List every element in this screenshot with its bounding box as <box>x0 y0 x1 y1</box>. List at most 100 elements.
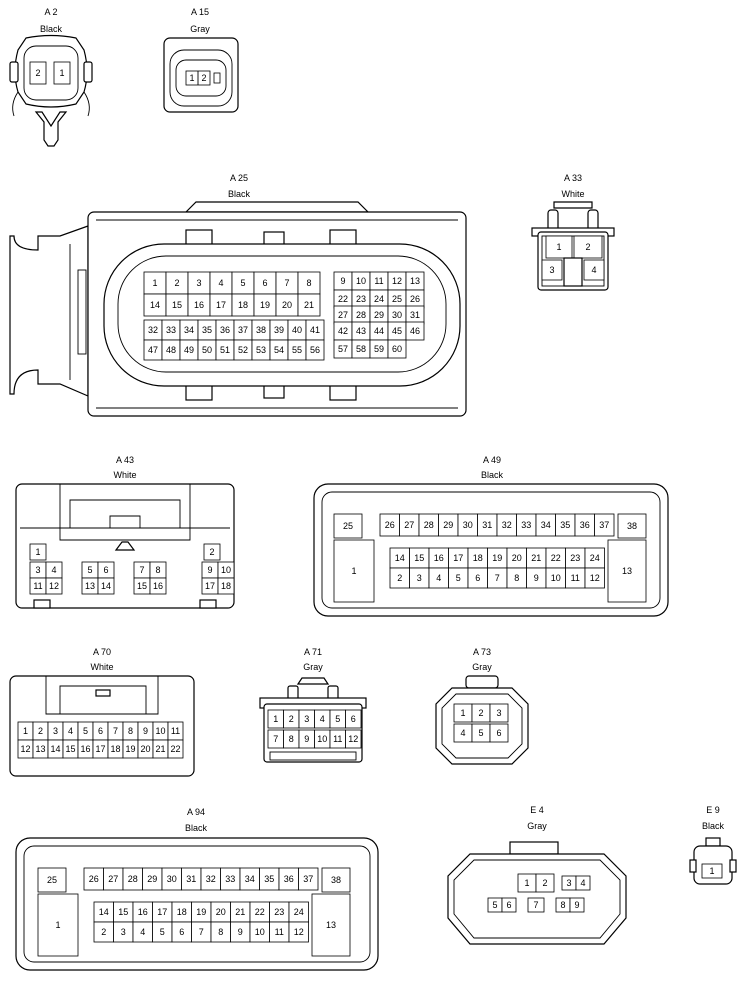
a49-pin-label: 5 <box>456 573 461 583</box>
a70-pin-label: 20 <box>140 744 150 754</box>
a70-pin-label: 3 <box>53 726 58 736</box>
e4-inner <box>453 859 621 939</box>
a94-pin-cell <box>311 893 351 957</box>
e4-pin-label: 5 <box>492 900 497 910</box>
a49-pin-label: 9 <box>534 573 539 583</box>
a71-pin-label: 2 <box>289 714 294 724</box>
a73-pin-cell <box>489 723 509 743</box>
e9-top-lock <box>705 837 721 847</box>
a49-pin-label: 12 <box>590 573 600 583</box>
a71-pin-label: 4 <box>320 714 325 724</box>
a25-pin-cell <box>405 321 425 341</box>
a70-pin-label: 2 <box>38 726 43 736</box>
a25-pin-label: 49 <box>184 345 194 355</box>
a49-pin-label: 35 <box>560 520 570 530</box>
e9-side <box>689 859 697 873</box>
a25-pin-label: 38 <box>256 325 266 335</box>
a49-pin-label: 24 <box>590 553 600 563</box>
a43-foot <box>199 599 217 609</box>
a70-pin-label: 18 <box>110 744 120 754</box>
connector-a70-id: A 70 <box>93 647 111 657</box>
a49-inner <box>321 491 661 609</box>
a49-pin-label: 17 <box>453 553 463 563</box>
a94-pin-label: 13 <box>326 920 336 930</box>
a71-pin-label: 6 <box>351 714 356 724</box>
a43-pin-label: 13 <box>85 581 95 591</box>
a94-pin-label: 6 <box>179 927 184 937</box>
a25-pin-label: 52 <box>238 345 248 355</box>
a25-pin-label: 12 <box>392 276 402 286</box>
a2-pin-label: 2 <box>35 68 40 78</box>
a70-pin-cell <box>167 739 184 759</box>
a25-pin-label: 56 <box>310 345 320 355</box>
a2-wire-right <box>83 91 90 117</box>
connector-a15: A 15 Gray 1 2 <box>163 7 239 113</box>
a70-pin-label: 8 <box>128 726 133 736</box>
a49-pin-label: 11 <box>571 573 580 583</box>
a43-pin-label: 7 <box>139 565 144 575</box>
e4-pin-cell <box>501 897 517 913</box>
connector-a33-id: A 33 <box>564 173 582 183</box>
a70-lock-tab <box>59 685 147 715</box>
a15-pin-label: 1 <box>189 73 194 83</box>
a25-face-inner <box>117 255 447 373</box>
a43-pin-label: 18 <box>221 581 231 591</box>
a49-pin-label: 20 <box>512 553 522 563</box>
a70-pin-label: 7 <box>113 726 118 736</box>
a25-pin-label: 6 <box>262 278 267 288</box>
a71-pin-label: 5 <box>335 714 340 724</box>
a94-pin-label: 23 <box>274 907 284 917</box>
a70-pin-label: 1 <box>23 726 28 736</box>
a25-pin-label: 40 <box>292 325 302 335</box>
a49-pin-label: 15 <box>414 553 424 563</box>
a73-pin-cell <box>489 703 509 723</box>
a43-pin-label: 2 <box>209 547 214 557</box>
connector-a43-id: A 43 <box>116 455 134 465</box>
a15-key <box>213 72 221 84</box>
a25-pin-label: 10 <box>356 276 366 286</box>
e4-pin-cell <box>575 875 591 891</box>
a25-pin-label: 33 <box>166 325 176 335</box>
a94-pin-label: 36 <box>284 874 294 884</box>
e4-pin-cell <box>535 873 555 893</box>
a94-pin-label: 19 <box>196 907 206 917</box>
a43-lock-frame <box>59 484 191 541</box>
a33-pin-label: 2 <box>585 242 590 252</box>
a49-pin-label: 26 <box>385 520 395 530</box>
a25-pin-label: 35 <box>202 325 212 335</box>
connector-a2: A 2 Black 2 1 <box>9 7 93 147</box>
a33-pin-label: 4 <box>591 265 596 275</box>
a71-pin-label: 7 <box>273 734 278 744</box>
a43-pin-label: 1 <box>35 547 40 557</box>
e4-pin-label: 1 <box>524 878 529 888</box>
a25-pin-label: 11 <box>374 276 383 286</box>
a94-pin-label: 29 <box>147 874 157 884</box>
a33-pin-label: 3 <box>549 265 554 275</box>
a15-pin-label: 2 <box>201 73 206 83</box>
e4-pin-label: 4 <box>580 878 585 888</box>
a49-pin-label: 27 <box>404 520 414 530</box>
a25-pin-label: 55 <box>292 345 302 355</box>
connector-a49-color: Black <box>481 470 504 480</box>
connector-a49-id: A 49 <box>483 455 501 465</box>
a71-pin-label: 9 <box>304 734 309 744</box>
a43-pin-label: 12 <box>49 581 59 591</box>
a94-pin-label: 5 <box>160 927 165 937</box>
a25-pin-label: 43 <box>356 326 366 336</box>
a49-pin-cell <box>607 539 647 603</box>
a71-pin-label: 3 <box>304 714 309 724</box>
a94-pin-label: 24 <box>294 907 304 917</box>
a25-pin-label: 13 <box>410 276 420 286</box>
connector-a15-id: A 15 <box>191 7 209 17</box>
a49-pin-cell <box>333 513 363 539</box>
e9-side <box>729 859 737 873</box>
a94-pin-label: 2 <box>101 927 106 937</box>
